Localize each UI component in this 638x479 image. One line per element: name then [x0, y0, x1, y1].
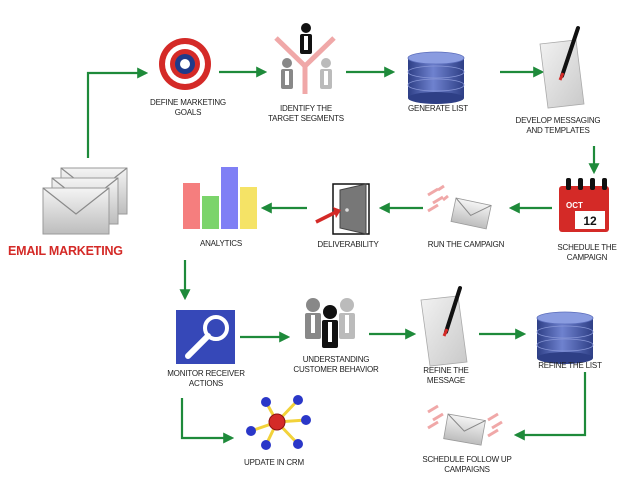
label-refine-list: REFINE THE LIST: [538, 361, 602, 370]
label-generate-list: GENERATE LIST: [408, 104, 468, 113]
label-monitor-actions: MONITOR RECEIVER ACTIONS: [167, 369, 245, 388]
envelope-stack-icon: [42, 167, 128, 235]
label-understanding-behavior: UNDERSTANDING CUSTOMER BEHAVIOR: [293, 355, 379, 374]
label-run-campaign: RUN THE CAMPAIGN: [427, 240, 505, 249]
label-define-goals: DEFINE MARKETING GOALS: [150, 98, 226, 117]
people-segment-icon: [274, 23, 336, 94]
label-schedule-campaign: SCHEDULE THE CAMPAIGN: [557, 243, 617, 262]
calendar-icon: OCT 12: [559, 178, 609, 232]
database-icon: [407, 51, 465, 104]
arrow-email-to-goals: [86, 67, 149, 158]
arrow-list-to-followup: [513, 372, 587, 441]
label-analytics: ANALYTICS: [199, 239, 243, 248]
calendar-month: OCT: [566, 201, 583, 210]
calendar-day: 12: [583, 214, 597, 228]
label-update-crm: UPDATE IN CRM: [244, 458, 304, 467]
network-icon: [246, 395, 311, 450]
diagram-title: EMAIL MARKETING: [8, 244, 123, 258]
label-deliverability: DELIVERABILITY: [317, 240, 379, 249]
door-arrow-icon: [315, 183, 370, 235]
target-icon: [159, 38, 211, 90]
label-identify-segments: IDENTIFY THE TARGET SEGMENTS: [268, 104, 344, 123]
flying-envelope-icon: [427, 184, 492, 230]
label-refine-message: REFINE THE MESSAGE: [423, 366, 469, 385]
magnifier-icon: [176, 310, 235, 364]
bar-chart-icon: [183, 167, 257, 229]
arrow-monitor-to-crm: [180, 398, 235, 444]
people-group-icon: [305, 298, 355, 348]
flying-envelope-icon-followup: [427, 404, 503, 446]
database-icon-refine: [536, 311, 594, 364]
flow-arrows: [86, 66, 600, 444]
paper-pen-icon: [539, 26, 585, 109]
label-schedule-followup: SCHEDULE FOLLOW UP CAMPAIGNS: [422, 455, 512, 474]
label-develop-messaging: DEVELOP MESSAGING AND TEMPLATES: [515, 116, 601, 135]
paper-pen-icon-refine: [420, 286, 468, 367]
